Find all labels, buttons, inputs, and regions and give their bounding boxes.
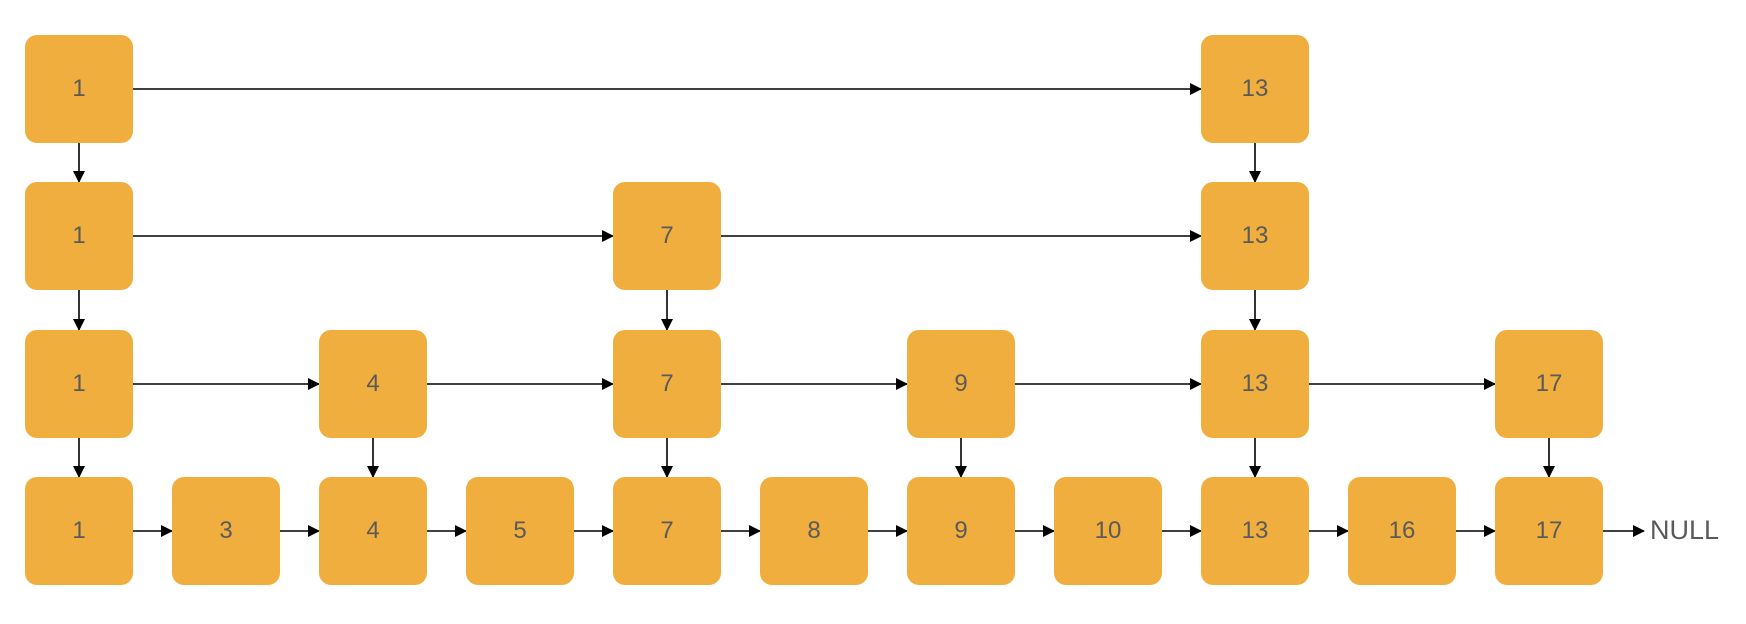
- level-1-node-5: 5: [466, 477, 574, 585]
- level-1-node-13: 13: [1201, 477, 1309, 585]
- level-1-node-10: 10: [1054, 477, 1162, 585]
- level-3-node-13: 13: [1201, 182, 1309, 290]
- level-1-node-1: 1: [25, 477, 133, 585]
- level-1-node-9: 9: [907, 477, 1015, 585]
- level-1-node-7: 7: [613, 477, 721, 585]
- level-2-node-13: 13: [1201, 330, 1309, 438]
- level-1-node-3: 3: [172, 477, 280, 585]
- level-4-node-13: 13: [1201, 35, 1309, 143]
- level-3-node-1: 1: [25, 182, 133, 290]
- level-4-node-1: 1: [25, 35, 133, 143]
- level-3-node-7: 7: [613, 182, 721, 290]
- level-2-node-17: 17: [1495, 330, 1603, 438]
- level-2-node-7: 7: [613, 330, 721, 438]
- level-1-node-8: 8: [760, 477, 868, 585]
- null-terminal-label: NULL: [1650, 515, 1720, 545]
- level-1-node-17: 17: [1495, 477, 1603, 585]
- level-1-node-16: 16: [1348, 477, 1456, 585]
- level-2-node-9: 9: [907, 330, 1015, 438]
- level-2-node-4: 4: [319, 330, 427, 438]
- level-2-node-1: 1: [25, 330, 133, 438]
- level-1-node-4: 4: [319, 477, 427, 585]
